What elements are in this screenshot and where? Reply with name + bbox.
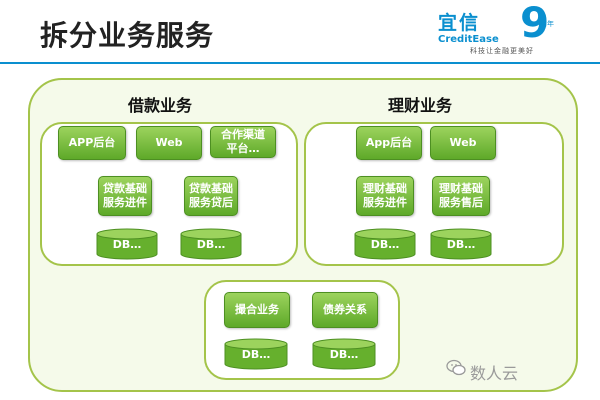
logo-anniversary-number: 9 [520, 0, 550, 47]
wealth-group-label: 理财业务 [388, 96, 453, 115]
wealth-intake-service-box: 理财基础服务进件 [356, 176, 414, 216]
logo-brand-en: CreditEase [438, 34, 499, 45]
watermark-text: 数人云 [470, 364, 519, 383]
db-cylinder-icon [224, 338, 288, 370]
borrowing-group-label: 借款业务 [128, 96, 193, 115]
db-cylinder-icon [354, 228, 416, 260]
wechat-icon [446, 359, 466, 376]
db-cylinder-icon [312, 338, 376, 370]
page-title: 拆分业务服务 [40, 19, 215, 52]
borrowing-db-label-1: DB… [112, 238, 142, 251]
borrowing-db-label-2: DB… [196, 238, 226, 251]
logo-slogan: 科技让金融更美好 [470, 47, 534, 55]
borrowing-web-box: Web [136, 126, 202, 160]
wealth-web-box: Web [430, 126, 496, 160]
borrowing-app-backend-box: APP后台 [58, 126, 126, 160]
logo-brand-cn: 宜信 [438, 12, 481, 34]
wealth-db-label-2: DB… [446, 238, 476, 251]
shared-db-label-1: DB… [241, 348, 271, 361]
matching-service-box: 撮合业务 [224, 292, 290, 328]
shared-db-label-2: DB… [329, 348, 359, 361]
wealth-app-backend-box: App后台 [356, 126, 422, 160]
debt-relation-service-box: 债券关系 [312, 292, 378, 328]
wealth-db-label-1: DB… [370, 238, 400, 251]
loan-postloan-service-box: 贷款基础服务贷后 [184, 176, 238, 216]
db-cylinder-icon [180, 228, 242, 260]
loan-intake-service-box: 贷款基础服务进件 [98, 176, 152, 216]
db-cylinder-icon [430, 228, 492, 260]
wealth-aftersale-service-box: 理财基础服务售后 [432, 176, 490, 216]
logo-anniversary-label: 周年 [540, 20, 554, 28]
borrowing-partner-channel-box: 合作渠道平台… [210, 126, 276, 158]
db-cylinder-icon [96, 228, 158, 260]
title-divider [0, 62, 600, 64]
